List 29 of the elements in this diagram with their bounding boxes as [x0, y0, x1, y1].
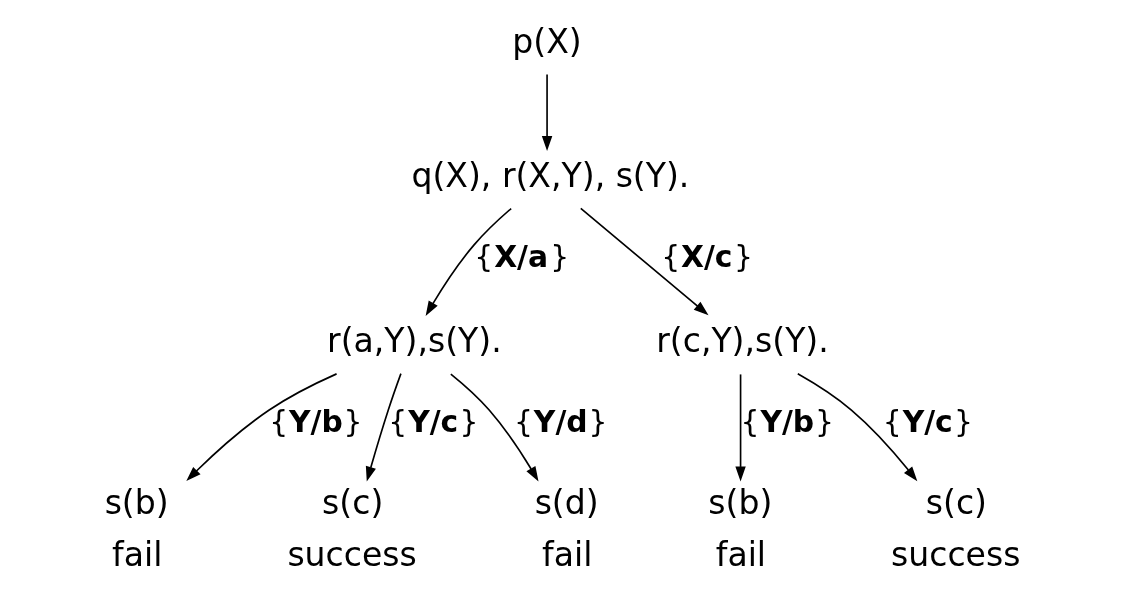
arrow: [449, 373, 538, 482]
edge-label: {Y/c}: [882, 404, 973, 440]
node-text: p(X): [511, 21, 582, 61]
node-label: fail: [541, 534, 592, 574]
node-label: success: [890, 534, 1020, 574]
edge-label: {Y/b}: [268, 404, 363, 440]
node-text: s(d): [534, 483, 599, 523]
arrow: [579, 207, 709, 316]
node-text: s(b): [104, 483, 169, 523]
node-text: s(c): [321, 483, 383, 523]
arrow: [541, 73, 552, 151]
node-label: success: [286, 534, 417, 574]
node-text: r(c,Y),s(Y).: [655, 321, 829, 361]
node-text: q(X), r(X,Y), s(Y).: [410, 155, 689, 195]
arrow: [425, 207, 512, 317]
arrow: [365, 372, 402, 482]
edge-label: {X/c}: [660, 238, 753, 274]
node-label: fail: [715, 534, 766, 574]
edge-label: {Y/c}: [387, 404, 478, 440]
edge-label: {Y/b}: [740, 404, 834, 440]
edge-label: {Y/d}: [513, 404, 607, 440]
node-text: r(a,Y),s(Y).: [326, 321, 502, 361]
node-text: s(c): [925, 483, 987, 523]
edge-label: {X/a}: [473, 238, 569, 274]
node-label: fail: [111, 534, 162, 574]
arrow: [734, 373, 746, 482]
arrow: [185, 373, 337, 482]
arrow: [796, 372, 917, 482]
node-text: s(b): [707, 483, 772, 523]
